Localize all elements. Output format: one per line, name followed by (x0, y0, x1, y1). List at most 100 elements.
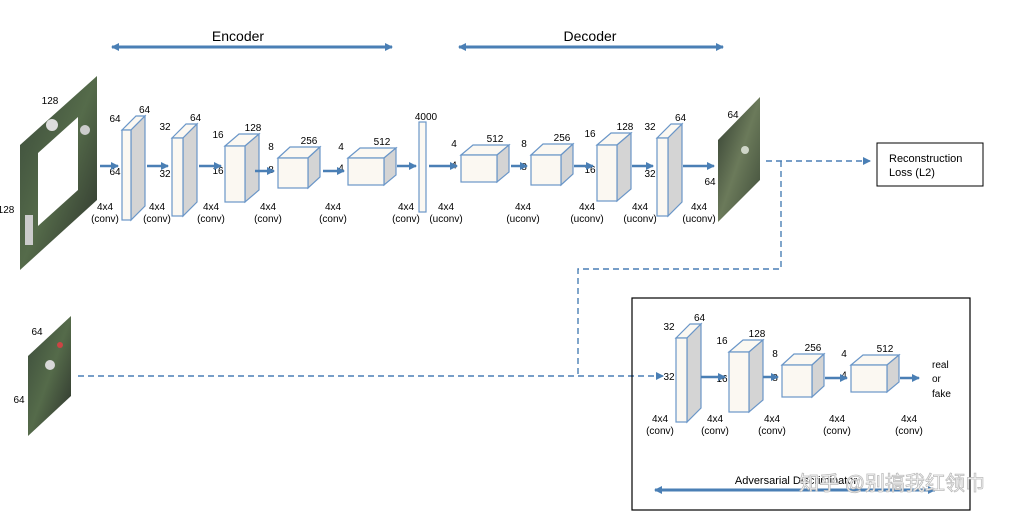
discriminator-block-1-front-face (675, 337, 688, 423)
discriminator-label: Adversarial Discriminator (735, 475, 858, 487)
encoder-block-5-op: 4x4 (325, 202, 342, 213)
output-size-left: 64 (704, 177, 716, 188)
encoder-block-3: 128 16 16 4x4(conv) (197, 123, 262, 225)
decoder-block-2-width: 8 (521, 139, 527, 150)
encoder-block-4-op: 4x4 (260, 202, 277, 213)
decoder-block-4-height: 32 (644, 169, 656, 180)
encoder-label: Encoder (212, 28, 264, 44)
decoder-block-1-op: 4x4 (438, 202, 455, 213)
decoder-block-4-channels: 64 (675, 113, 687, 124)
real-or-fake-3: fake (932, 389, 951, 400)
encoder-block-1-op: 4x4 (97, 202, 114, 213)
bottleneck-op: 4x4 (398, 202, 415, 213)
encoder-block-3-channels: 128 (245, 123, 262, 134)
encoder-block-1-channels: 64 (139, 105, 151, 116)
decoder-block-5-op2: (uconv) (682, 214, 715, 225)
discriminator-block-3-width: 8 (772, 349, 778, 360)
encoder-block-3-op2: (conv) (197, 214, 225, 225)
reconstruction-loss-line1: Reconstruction (889, 153, 962, 165)
discriminator-block-4-channels: 512 (877, 344, 894, 355)
discriminator-block-3-front-face (781, 364, 813, 398)
encoder-block-5-channels: 512 (374, 137, 391, 148)
encoder-block-2-front-face (171, 137, 184, 217)
bottleneck-op2: (conv) (392, 214, 420, 225)
decoder-block-2-op2: (uconv) (506, 214, 539, 225)
bottleneck-layer (418, 121, 427, 213)
real-size-left: 64 (13, 395, 25, 406)
decoder-block-4-side-face (667, 122, 683, 218)
decoder-block-3-front-face (596, 144, 618, 202)
discriminator-block-2-channels: 128 (749, 329, 766, 340)
discriminator-block-4-op: 4x4 (829, 414, 846, 425)
encoder-block-2-channels: 64 (190, 113, 202, 124)
decoder-block-2-front-face (530, 154, 562, 186)
discriminator-block-2-width: 16 (716, 336, 728, 347)
discriminator-block-2-op: 4x4 (707, 414, 724, 425)
encoder-block-2-op: 4x4 (149, 202, 166, 213)
discriminator-block-3-channels: 256 (805, 343, 822, 354)
encoder-block-5-height: 4 (338, 164, 344, 175)
discriminator-block-1-width: 32 (663, 322, 675, 333)
encoder-block-1-height: 64 (109, 167, 121, 178)
discriminator-block-2: 128 16 16 4x4(conv) (701, 329, 766, 437)
decoder-block-5: 4x4(uconv) (682, 202, 715, 225)
decoder-block-4-op2: (uconv) (623, 214, 656, 225)
discriminator-block-4-front-face (850, 364, 888, 393)
encoder-block-4-channels: 256 (301, 136, 318, 147)
discriminator-block-2-height: 16 (716, 374, 728, 385)
decoder-block-3-op: 4x4 (579, 202, 596, 213)
encoder-block-3-op: 4x4 (203, 202, 220, 213)
decoder-block-3-channels: 128 (617, 122, 634, 133)
encoder-block-2-side-face (182, 122, 198, 218)
discriminator-block-1-op2: (conv) (646, 426, 674, 437)
discriminator-block-1-height: 32 (663, 372, 675, 383)
decoder-block-3-height: 16 (584, 165, 596, 176)
input-image (20, 76, 97, 270)
encoder-block-5-width: 4 (338, 142, 344, 153)
encoder-block-1-side-face (130, 114, 146, 222)
decoder-block-2-channels: 256 (554, 133, 571, 144)
encoder-block-3-side-face (244, 132, 260, 204)
encoder-block-5-front-face (347, 157, 385, 186)
encoder-block-3-height: 16 (212, 166, 224, 177)
decoder-block-3-op2: (uconv) (570, 214, 603, 225)
discriminator-box (631, 297, 971, 511)
disc-last-op: 4x4 (901, 414, 918, 425)
decoder-block-2-height: 8 (521, 162, 527, 173)
dashed-output-to-disc (577, 161, 782, 375)
discriminator-block-1-op: 4x4 (652, 414, 669, 425)
decoder-block-3: 128 16 16 4x4(uconv) (570, 122, 633, 225)
encoder-block-4-width: 8 (268, 142, 274, 153)
discriminator-block-4-op2: (conv) (823, 426, 851, 437)
decoder-block-4-front-face (656, 137, 669, 217)
decoder-block-1-width: 4 (451, 139, 457, 150)
decoder-block-1-front-face (460, 154, 498, 183)
output-size-top: 64 (727, 110, 739, 121)
discriminator-block-2-side-face (748, 338, 764, 414)
real-or-fake-1: real (932, 360, 949, 371)
decoder-block-2-op: 4x4 (515, 202, 532, 213)
discriminator-block-2-front-face (728, 351, 750, 413)
discriminator-block-3-height: 8 (772, 373, 778, 384)
discriminator-block-4-width: 4 (841, 349, 847, 360)
discriminator-block-1-side-face (686, 322, 702, 424)
input-size-top: 128 (42, 96, 59, 107)
discriminator-block-4-height: 4 (841, 371, 847, 382)
encoder-block-1-front-face (121, 129, 132, 221)
encoder-block-3-width: 16 (212, 130, 224, 141)
decoder-block-4-op: 4x4 (632, 202, 649, 213)
discriminator-block-3-op: 4x4 (764, 414, 781, 425)
discriminator-block-2-op2: (conv) (701, 426, 729, 437)
bottleneck-label: 4000 (415, 112, 438, 123)
disc-last-op2: (conv) (895, 426, 923, 437)
decoder-block-3-width: 16 (584, 129, 596, 140)
discriminator-block-4: 512 4 4 4x4(conv) (823, 344, 901, 437)
decoder-block-1-channels: 512 (487, 134, 504, 145)
